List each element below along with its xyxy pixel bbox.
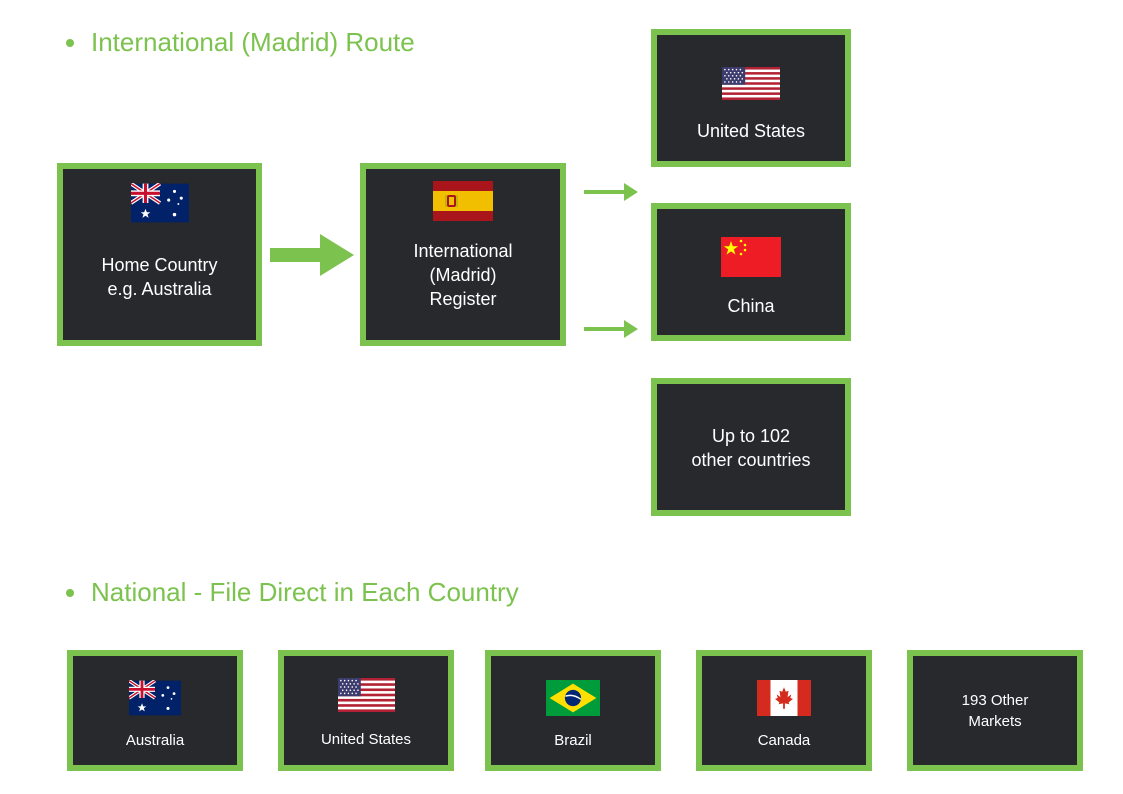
national-box-brazil: Brazil: [485, 650, 661, 771]
madrid-register-box: International (Madrid) Register: [360, 163, 566, 346]
brazil-flag-icon: [544, 680, 602, 716]
destination-label: United States: [696, 121, 806, 141]
australia-flag-icon: [131, 183, 189, 223]
bullet-icon: [66, 38, 74, 47]
usa-flag-icon: [722, 67, 780, 100]
canada-flag-icon: [757, 680, 811, 716]
heading-text: National - File Direct in Each Country: [91, 577, 519, 607]
register-label: International (Madrid) Register: [413, 241, 513, 309]
heading-text: International (Madrid) Route: [91, 27, 415, 57]
national-box-label: United States: [320, 731, 412, 748]
destination-label: China: [727, 296, 775, 316]
usa-flag-icon: [338, 678, 395, 712]
home-country-label: Home Country e.g. Australia: [101, 255, 218, 299]
arrow-right-icon: [584, 320, 638, 338]
australia-flag-icon: [129, 680, 181, 716]
national-box-label: Brazil: [554, 732, 592, 749]
national-box-other-markets: 193 Other Markets: [907, 650, 1083, 771]
destination-box-united-states: United States: [651, 29, 851, 167]
china-flag-icon: [721, 237, 781, 277]
home-country-box: Home Country e.g. Australia: [57, 163, 262, 346]
national-box-label: Australia: [125, 732, 185, 749]
spain-flag-icon: [432, 181, 494, 221]
international-route-heading: International (Madrid) Route: [66, 27, 415, 58]
arrow-right-icon: [584, 183, 638, 201]
national-box-canada: Canada: [696, 650, 872, 771]
destination-label: Up to 102 other countries: [691, 426, 811, 470]
bullet-icon: [66, 588, 74, 597]
destination-box-china: China: [651, 203, 851, 341]
national-box-label: 193 Other Markets: [961, 692, 1029, 730]
national-route-heading: National - File Direct in Each Country: [66, 577, 519, 608]
national-box-australia: Australia: [67, 650, 243, 771]
destination-box-other-countries: Up to 102 other countries: [651, 378, 851, 516]
arrow-right-icon: [270, 234, 354, 276]
national-box-label: Canada: [757, 732, 811, 749]
national-box-united-states: United States: [278, 650, 454, 771]
